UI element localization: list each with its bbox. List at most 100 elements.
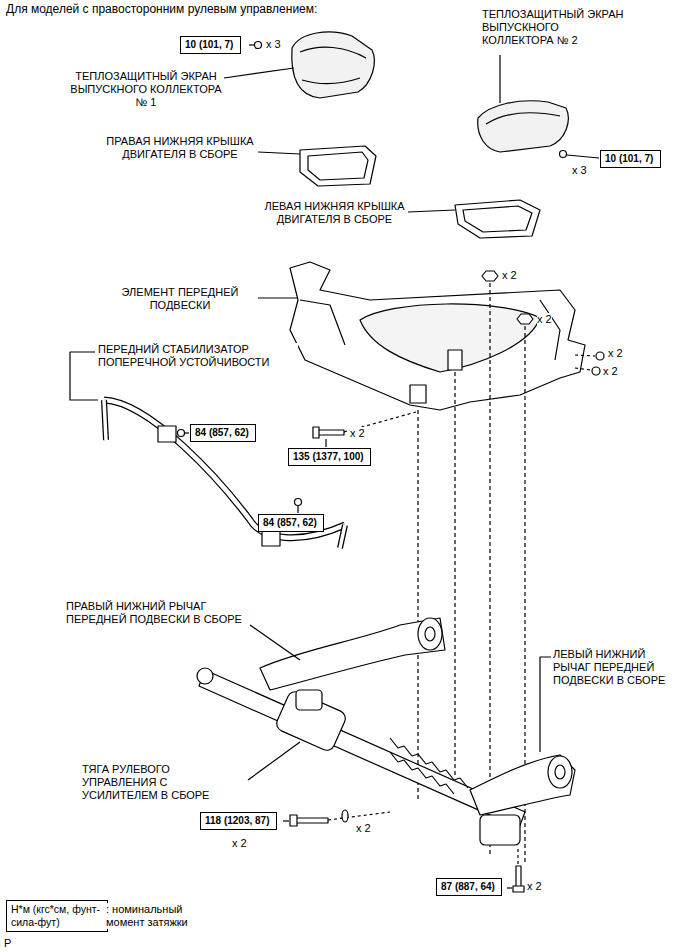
illustration-line: [302, 78, 360, 84]
illustration-line: [596, 352, 604, 360]
heat-shield-1: [224, 32, 374, 98]
illustration-line: [313, 427, 319, 438]
illustration-line: [454, 372, 455, 775]
illustration-line: [455, 200, 540, 238]
illustration-line: [560, 151, 567, 158]
illustration-line: [517, 314, 533, 324]
illustration-line: [296, 818, 328, 823]
part-name: : номинальный момент затяжки: [106, 903, 216, 929]
illustration-line: [408, 210, 455, 212]
quantity-label: x 2: [350, 427, 365, 440]
illustration-line: [448, 350, 462, 370]
unit-text: Н*м (кгс*см, фунт-сила-фут): [11, 903, 103, 929]
torque-box: 10 (101, 7): [600, 150, 661, 168]
diagram-title: Для моделей с правосторонним рулевым упр…: [6, 2, 317, 17]
left-lower-cover: [408, 200, 540, 238]
part-name: ЛЕВАЯ НИЖНЯЯ КРЫШКА ДВИГАТЕЛЯ В СБОРЕ: [262, 200, 407, 226]
torque-box: 10 (101, 7): [180, 36, 241, 54]
torque-value: 10 (101, 7): [185, 39, 233, 51]
illustration-line: [104, 400, 345, 538]
part-name: ЭЛЕМЕНТ ПЕРЕДНЕЙ ПОДВЕСКИ: [104, 286, 256, 312]
illustration-line: [295, 499, 302, 506]
torque-box: 118 (1203, 87): [200, 812, 277, 830]
illustration-line: [297, 506, 298, 513]
illustration-line: [417, 410, 418, 800]
illustration-line: [480, 815, 520, 845]
quantity-label: x 2: [603, 365, 618, 378]
quantity-label: x 2: [537, 313, 552, 326]
torque-value: 135 (1377, 100): [293, 451, 364, 463]
illustration-line: [249, 44, 254, 45]
illustration-line: [248, 742, 300, 780]
quantity-label: x 2: [502, 269, 517, 282]
illustration-line: [158, 426, 176, 442]
illustration-line: [499, 55, 500, 103]
illustration-line: [390, 752, 454, 794]
illustration-line: [489, 283, 490, 855]
illustration-line: [296, 690, 322, 710]
illustration-line: [325, 439, 326, 447]
torque-box: 84 (857, 62): [258, 514, 324, 532]
part-name: ПЕРЕДНИЙ СТАБИЛИЗАТОР ПОПЕРЕЧНОЙ УСТОЙЧИ…: [98, 343, 298, 369]
illustration-line: [470, 755, 575, 815]
illustration-line: [300, 300, 345, 345]
illustration-line: [318, 430, 344, 435]
quantity-label: x 3: [572, 164, 587, 177]
quantity-label: x 2: [608, 347, 623, 360]
torque-value: 84 (857, 62): [195, 427, 249, 439]
illustration-line: [260, 618, 445, 690]
part-name: ТЯГА РУЛЕВОГО УПРАВЛЕНИЯ С УСИЛИТЕЛЕМ В …: [82, 763, 246, 802]
illustration-line: [300, 47, 366, 58]
illustration-line: [340, 525, 345, 548]
illustration-line: [482, 271, 498, 281]
quantity-label: x 2: [232, 837, 247, 850]
illustration-line: [540, 300, 560, 360]
illustration-line: [250, 625, 300, 660]
illustration-line: [104, 400, 345, 538]
illustration-line: [513, 886, 524, 892]
illustration-line: [328, 812, 390, 820]
illustration-line: [185, 432, 189, 433]
torque-box: 135 (1377, 100): [288, 448, 371, 466]
illustration-line: [274, 689, 348, 753]
quantity-label: x 2: [527, 880, 542, 893]
illustration-line: [516, 866, 521, 888]
illustration-line: [555, 765, 565, 779]
illustration-line: [290, 815, 297, 826]
crossmember: [258, 262, 604, 410]
illustration-line: [548, 756, 572, 788]
steering-rack: [197, 618, 575, 892]
illustration-line: [463, 206, 532, 232]
illustration-line: [224, 68, 294, 78]
figure-mark: P: [4, 937, 11, 950]
part-name: ТЕПЛОЗАЩИТНЫЙ ЭКРАН ВЫПУСКНОГО КОЛЛЕКТОР…: [70, 70, 222, 109]
illustration-line: [390, 738, 468, 788]
torque-box: 84 (857, 62): [190, 424, 256, 442]
illustration-line: [517, 848, 518, 864]
illustration-line: [410, 385, 426, 403]
illustration-line: [292, 32, 375, 98]
part-name: ТЕПЛОЗАЩИТНЫЙ ЭКРАН ВЫПУСКНОГО КОЛЛЕКТОР…: [482, 8, 632, 47]
illustration-line: [567, 155, 599, 158]
heat-shield-2: [478, 55, 599, 158]
illustration-line: [290, 262, 585, 410]
illustration-line: [283, 820, 289, 821]
illustration-line: [425, 627, 435, 641]
torque-value: 118 (1203, 87): [205, 815, 270, 827]
illustration-line: [300, 146, 376, 186]
illustration-line: [178, 430, 185, 437]
illustration-line: [70, 352, 98, 400]
torque-value: 84 (857, 62): [263, 517, 317, 529]
torque-box: 87 (887, 64): [436, 878, 502, 896]
illustration-line: [197, 668, 213, 684]
illustration-line: [418, 618, 442, 650]
illustration-line: [104, 400, 106, 440]
part-name: ПРАВЫЙ НИЖНИЙ РЫЧАГ ПЕРЕДНЕЙ ПОДВЕСКИ В …: [66, 600, 248, 626]
quantity-label: x 2: [356, 822, 371, 835]
right-lower-cover: [258, 146, 376, 186]
illustration-line: [360, 304, 540, 372]
illustration-line: [340, 525, 345, 548]
illustration-line: [308, 152, 368, 180]
unit-legend-box: Н*м (кгс*см, фунт-сила-фут): [6, 900, 108, 932]
